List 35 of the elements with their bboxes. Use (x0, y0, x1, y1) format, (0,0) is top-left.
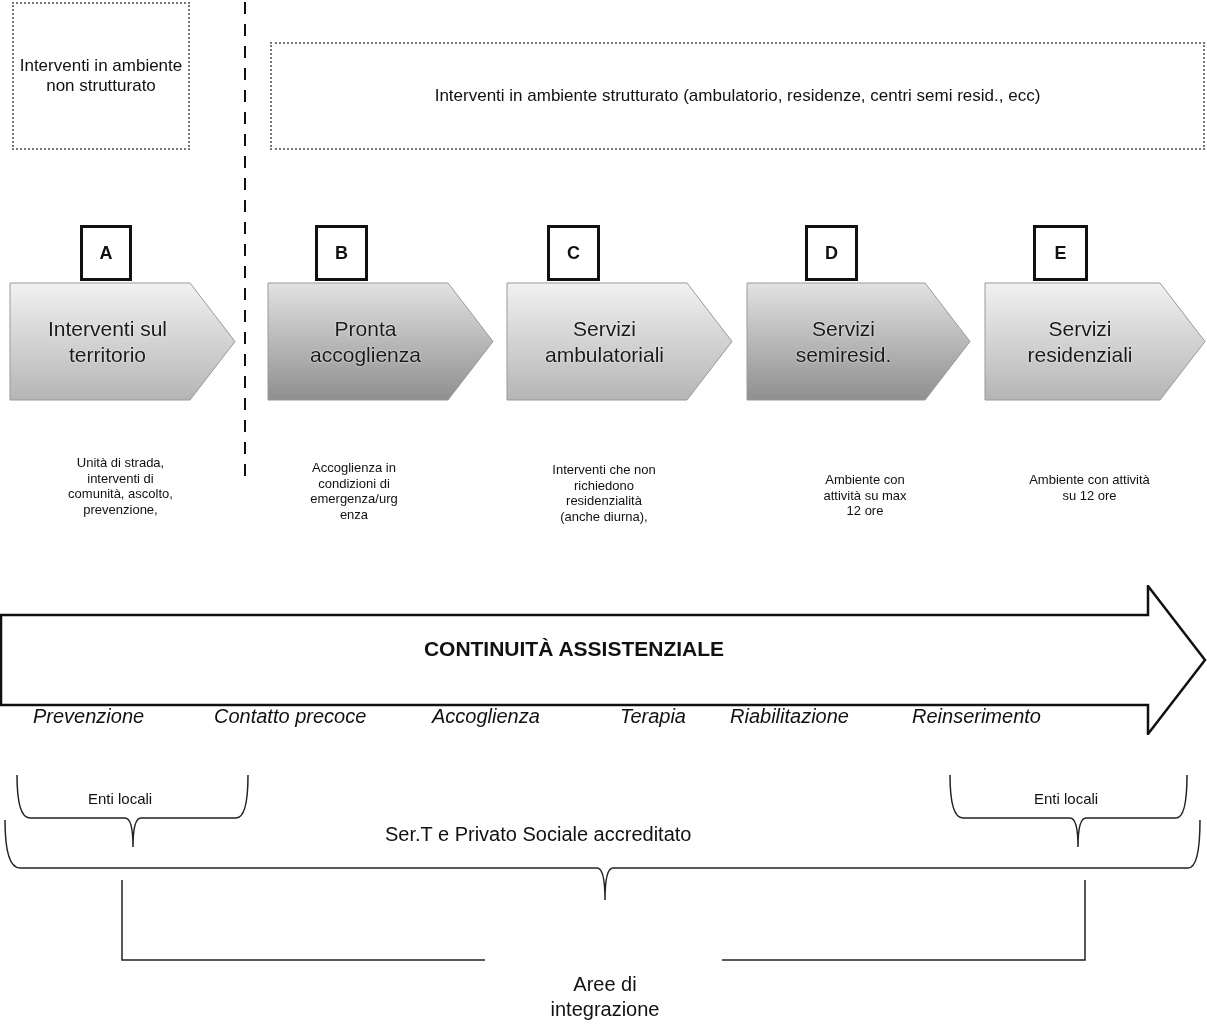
letter-label: C (567, 242, 580, 264)
node-label: Servizi residenziali (1026, 316, 1134, 367)
phase-label: Contatto precoce (214, 705, 367, 728)
letter-box (1033, 225, 1088, 281)
header-box (270, 42, 1205, 150)
bracket-label: Enti locali (1034, 790, 1099, 807)
letter-box (547, 225, 600, 281)
bracket-label: Aree di integrazione (549, 972, 661, 1022)
letter-label: B (335, 242, 348, 264)
node-label: Interventi in ambiente non strutturato (18, 56, 184, 96)
phase-label: Terapia (620, 705, 686, 728)
letter-box (315, 225, 368, 281)
letter-label: D (825, 242, 838, 264)
description-text: Ambiente con attività su 12 ore (1028, 472, 1151, 504)
bracket-label: Enti locali (88, 790, 153, 807)
header-box (12, 2, 190, 150)
description-text: Unità di strada, interventi di comunità, ascolto, prevenzione, (68, 455, 173, 518)
letter-box (805, 225, 858, 281)
node-label: Servizi semiresid. (794, 316, 893, 367)
node-label: Interventi in ambiente strutturato (ambulatorio, residenze, centri semi resid., ecc) (434, 86, 1041, 106)
letter-label: E (1054, 242, 1067, 264)
node-label: Pronta accoglienza (309, 316, 422, 367)
node-label: Interventi sul territorio (46, 316, 169, 367)
letter-label: A (99, 242, 113, 264)
description-text: Ambiente con attività su max 12 ore (822, 472, 908, 519)
phase-label: Riabilitazione (730, 705, 849, 728)
letter-box (80, 225, 132, 281)
node-label: Servizi ambulatoriali (543, 316, 666, 367)
phase-label: Prevenzione (33, 705, 145, 728)
description-text: Interventi che non richiedono residenzialità (anche diurna), (551, 462, 657, 525)
bracket-label: Ser.T e Privato Sociale accreditato (385, 823, 692, 846)
phase-label: Reinserimento (912, 705, 1041, 728)
phase-label: Accoglienza (432, 705, 540, 728)
node-label: CONTINUITÀ ASSISTENZIALE (422, 637, 726, 661)
description-text: Accoglienza in condizioni di emergenza/urg enza (309, 460, 399, 523)
